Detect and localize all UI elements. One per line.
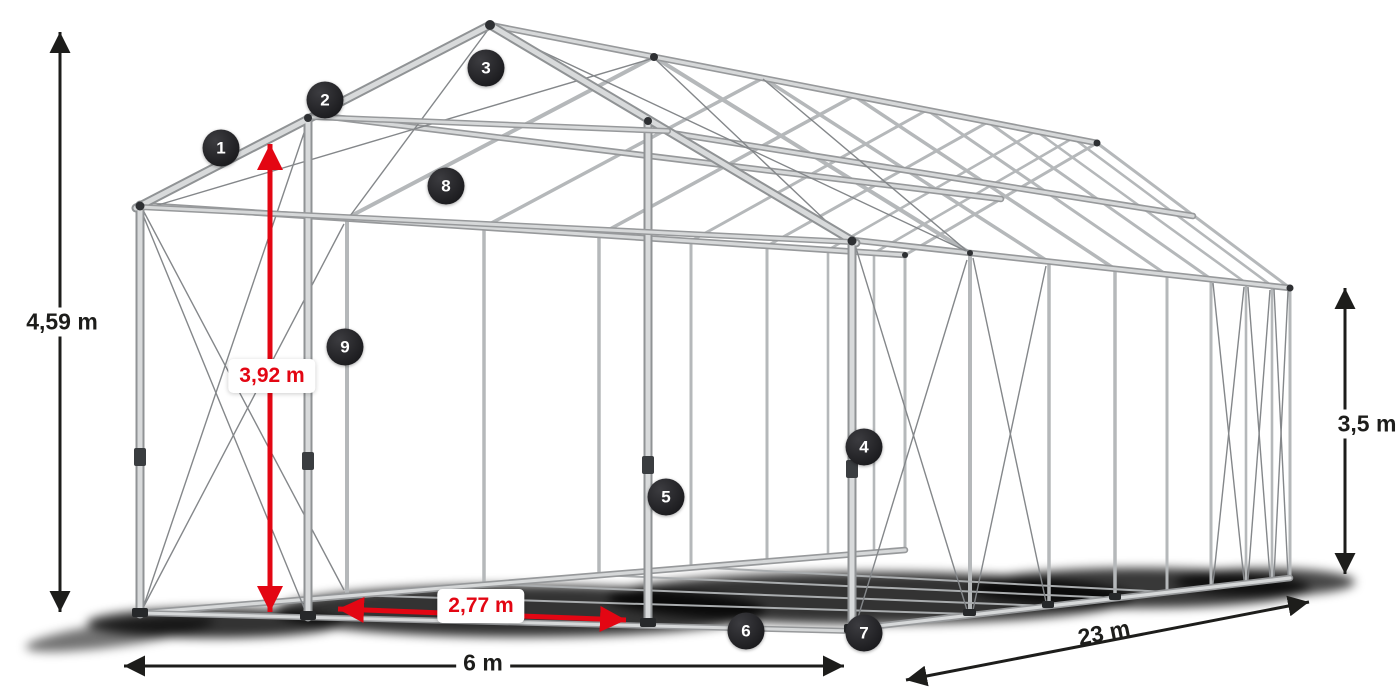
dim-inner-height-label: 3,92 m xyxy=(228,359,316,393)
part-badge-4[interactable]: 4 xyxy=(845,428,883,466)
part-badge-7[interactable]: 7 xyxy=(845,614,883,652)
part-badge-6[interactable]: 6 xyxy=(727,612,765,650)
dim-side-height-label: 3,5 m xyxy=(1330,409,1400,439)
dim-width-label: 6 m xyxy=(456,648,510,678)
part-badge-5[interactable]: 5 xyxy=(647,478,685,516)
part-badge-1[interactable]: 1 xyxy=(202,129,240,167)
part-badge-2[interactable]: 2 xyxy=(306,81,344,119)
dim-total-height-label: 4,59 m xyxy=(19,307,105,337)
dim-inner-width-label: 2,77 m xyxy=(437,589,525,623)
part-badge-8[interactable]: 8 xyxy=(427,167,465,205)
interior-frames xyxy=(345,55,1292,616)
length-arrow xyxy=(905,595,1310,687)
part-badge-3[interactable]: 3 xyxy=(467,49,505,87)
part-badge-9[interactable]: 9 xyxy=(326,328,364,366)
